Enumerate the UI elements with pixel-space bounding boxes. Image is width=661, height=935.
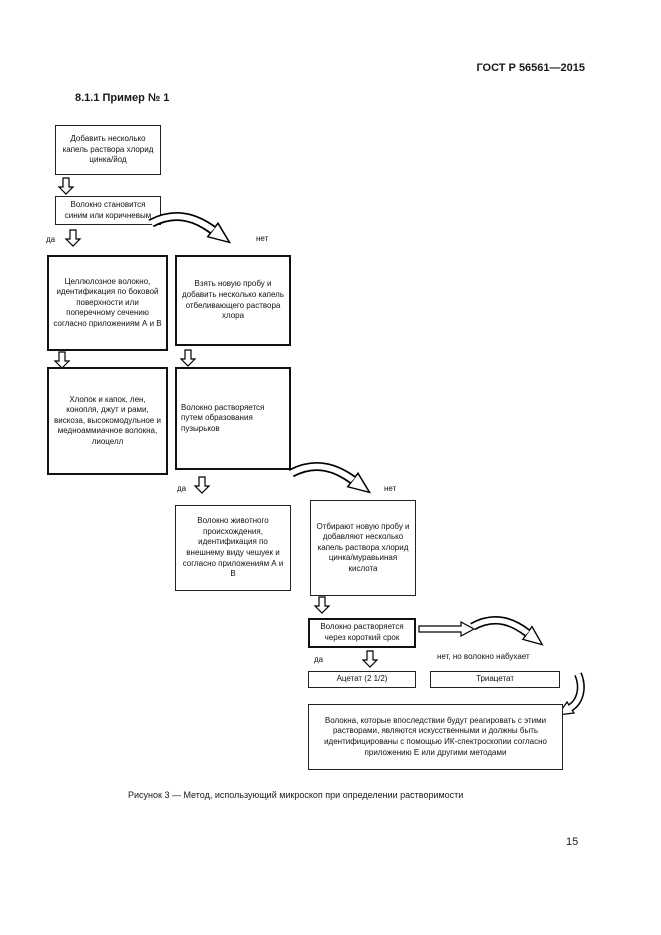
flow-arrow-curve-right-icon (148, 212, 232, 244)
branch-label-yes-2: да (177, 484, 187, 493)
flow-box-new-sample-formic: Отбирают новую пробу и добавляют несколь… (310, 500, 416, 596)
figure-caption: Рисунок 3 — Метод, использующий микроско… (128, 790, 464, 800)
flow-arrow-down-icon (313, 596, 331, 614)
branch-label-no-1: нет (256, 234, 269, 243)
flow-box-turns-blue-brown: Волокно становится синим или коричневым (55, 196, 161, 225)
branch-label-no-3: нет, но волокно набухает (437, 652, 530, 661)
branch-label-no-2: нет (384, 484, 397, 493)
flow-box-animal-id: Волокно животного происхождения, идентиф… (175, 505, 291, 591)
flow-box-new-sample-bleach: Взять новую пробу и добавить несколько к… (175, 255, 291, 346)
flow-box-acetate: Ацетат (2 1/2) (308, 671, 416, 688)
flow-arrow-curve-down-icon (556, 672, 585, 716)
flow-arrow-down-icon (53, 351, 71, 369)
flow-arrow-down-icon (179, 349, 197, 367)
flow-arrow-down-icon (64, 229, 82, 247)
flow-box-triacetate: Триацетат (430, 671, 560, 688)
branch-label-yes-3: да (314, 655, 324, 664)
flow-box-add-zinc-iodine: Добавить несколько капель раствора хлори… (55, 125, 161, 175)
flow-box-dissolves-quickly: Волокно растворяется через короткий срок (308, 618, 416, 648)
branch-label-yes-1: да (46, 235, 56, 244)
flow-box-dissolves-bubbles: Волокно растворяется путем образования п… (175, 367, 291, 470)
flow-arrow-curve-right-icon (470, 615, 544, 646)
section-heading: 8.1.1 Пример № 1 (75, 92, 170, 104)
flow-arrow-right-icon (418, 620, 476, 638)
flow-arrow-curve-right-icon (288, 462, 372, 494)
flow-box-cotton-list: Хлопок и капок, лен, конопля, джут и рам… (47, 367, 168, 475)
flow-arrow-down-icon (57, 177, 75, 195)
page-number: 15 (566, 836, 579, 848)
flow-arrow-down-icon (193, 476, 211, 494)
flow-box-cellulose-id: Целлюлозное волокно, идентификация по бо… (47, 255, 168, 351)
doc-header: ГОСТ Р 56561—2015 (476, 62, 585, 74)
flow-box-ir-spectroscopy: Волокна, которые впоследствии будут реаг… (308, 704, 563, 770)
flow-arrow-down-icon (361, 650, 379, 668)
